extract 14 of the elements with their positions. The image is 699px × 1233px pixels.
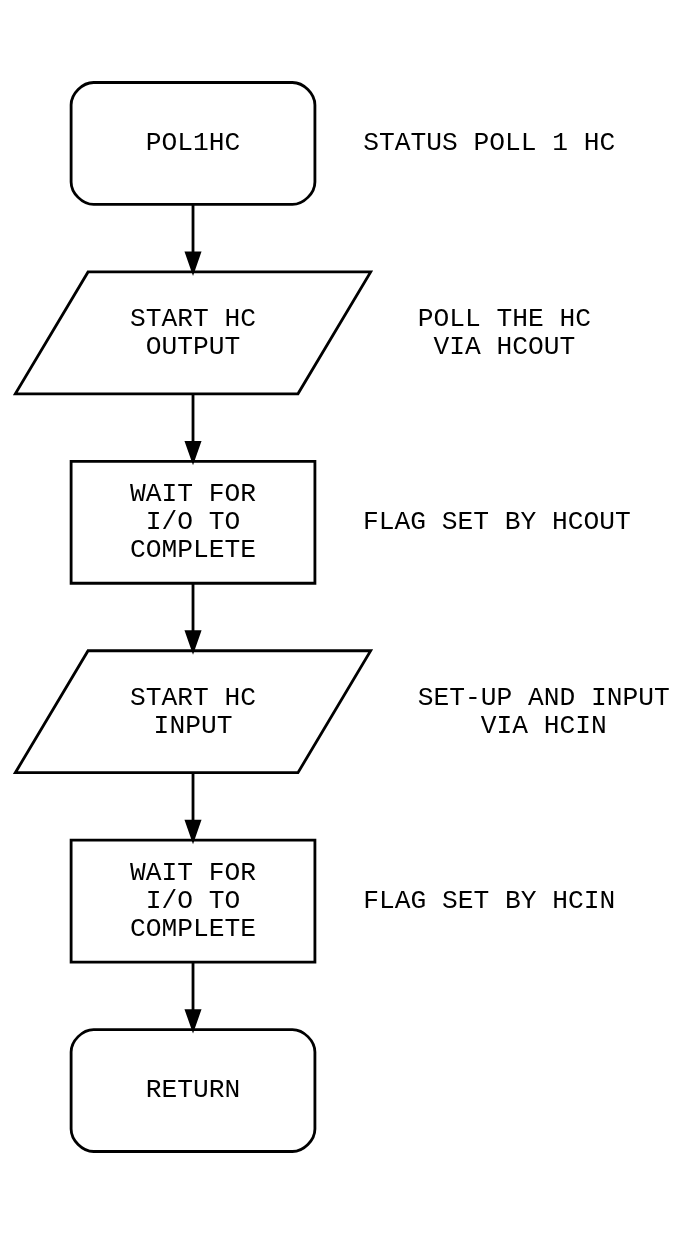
node-label: FLAG SET BY HCIN: [363, 885, 616, 916]
node-label: FLAG SET BY HCOUT: [362, 506, 631, 537]
node-box: WAIT FOR I/O TO COMPLETE: [69, 459, 317, 585]
node-label: STATUS POLL 1 HC: [363, 127, 616, 158]
arrow: [184, 772, 202, 844]
arrow: [184, 582, 202, 655]
arrow: [184, 204, 202, 276]
arrow: [184, 961, 202, 1034]
node-box: POL1HC: [69, 80, 317, 206]
node-box: WAIT FOR I/O TO COMPLETE: [69, 838, 317, 963]
node-label: POLL THE HC VIA HCOUT: [417, 303, 591, 362]
arrow: [184, 393, 202, 465]
node-label: SET-UP AND INPUT VIA HCIN: [417, 682, 670, 741]
node-box: RETURN: [69, 1027, 317, 1153]
